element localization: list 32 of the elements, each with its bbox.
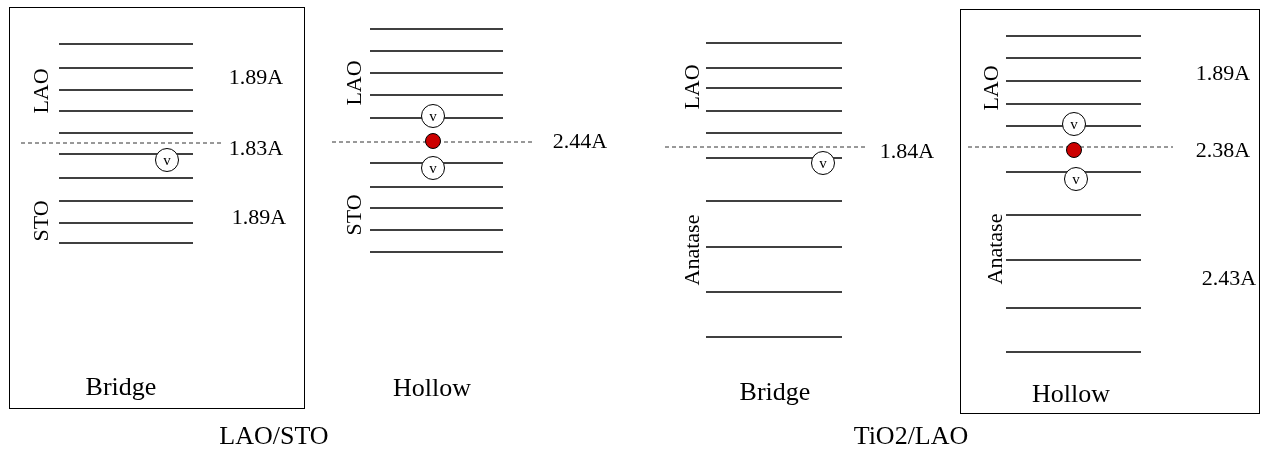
distance-label: 2.38A bbox=[1195, 139, 1251, 161]
panel-title: Bridge bbox=[739, 379, 811, 405]
atom-dot bbox=[1066, 142, 1082, 158]
vacancy-circle: v bbox=[811, 151, 835, 175]
vacancy-circle: v bbox=[155, 148, 179, 172]
vacancy-circle: v bbox=[1062, 112, 1086, 136]
panel-frame bbox=[9, 7, 305, 409]
panel-title: Bridge bbox=[85, 374, 157, 400]
layer-label: LAO bbox=[980, 65, 1002, 111]
distance-label: 1.89A bbox=[1195, 62, 1251, 84]
distance-label: 1.89A bbox=[228, 66, 284, 88]
layer-label: LAO bbox=[30, 68, 52, 114]
panel-frame bbox=[960, 9, 1260, 414]
layer-label: LAO bbox=[343, 60, 365, 106]
caption: TiO2/LAO bbox=[853, 423, 969, 449]
panel-title: Hollow bbox=[393, 375, 471, 401]
atom-dot bbox=[425, 133, 441, 149]
layer-label: Anatase bbox=[984, 213, 1006, 285]
distance-label: 1.83A bbox=[228, 137, 284, 159]
distance-label: 2.43A bbox=[1201, 267, 1257, 289]
distance-label: 1.89A bbox=[231, 206, 287, 228]
vacancy-circle: v bbox=[421, 156, 445, 180]
layer-label: LAO bbox=[681, 64, 703, 110]
layer-label: STO bbox=[343, 194, 365, 236]
caption: LAO/STO bbox=[219, 423, 329, 449]
panel-title: Hollow bbox=[1032, 381, 1110, 407]
vacancy-circle: v bbox=[421, 104, 445, 128]
distance-label: 2.44A bbox=[552, 130, 608, 152]
vacancy-circle: v bbox=[1064, 167, 1088, 191]
layer-label: STO bbox=[30, 200, 52, 242]
layer-label: Anatase bbox=[681, 214, 703, 286]
distance-label: 1.84A bbox=[879, 140, 935, 162]
